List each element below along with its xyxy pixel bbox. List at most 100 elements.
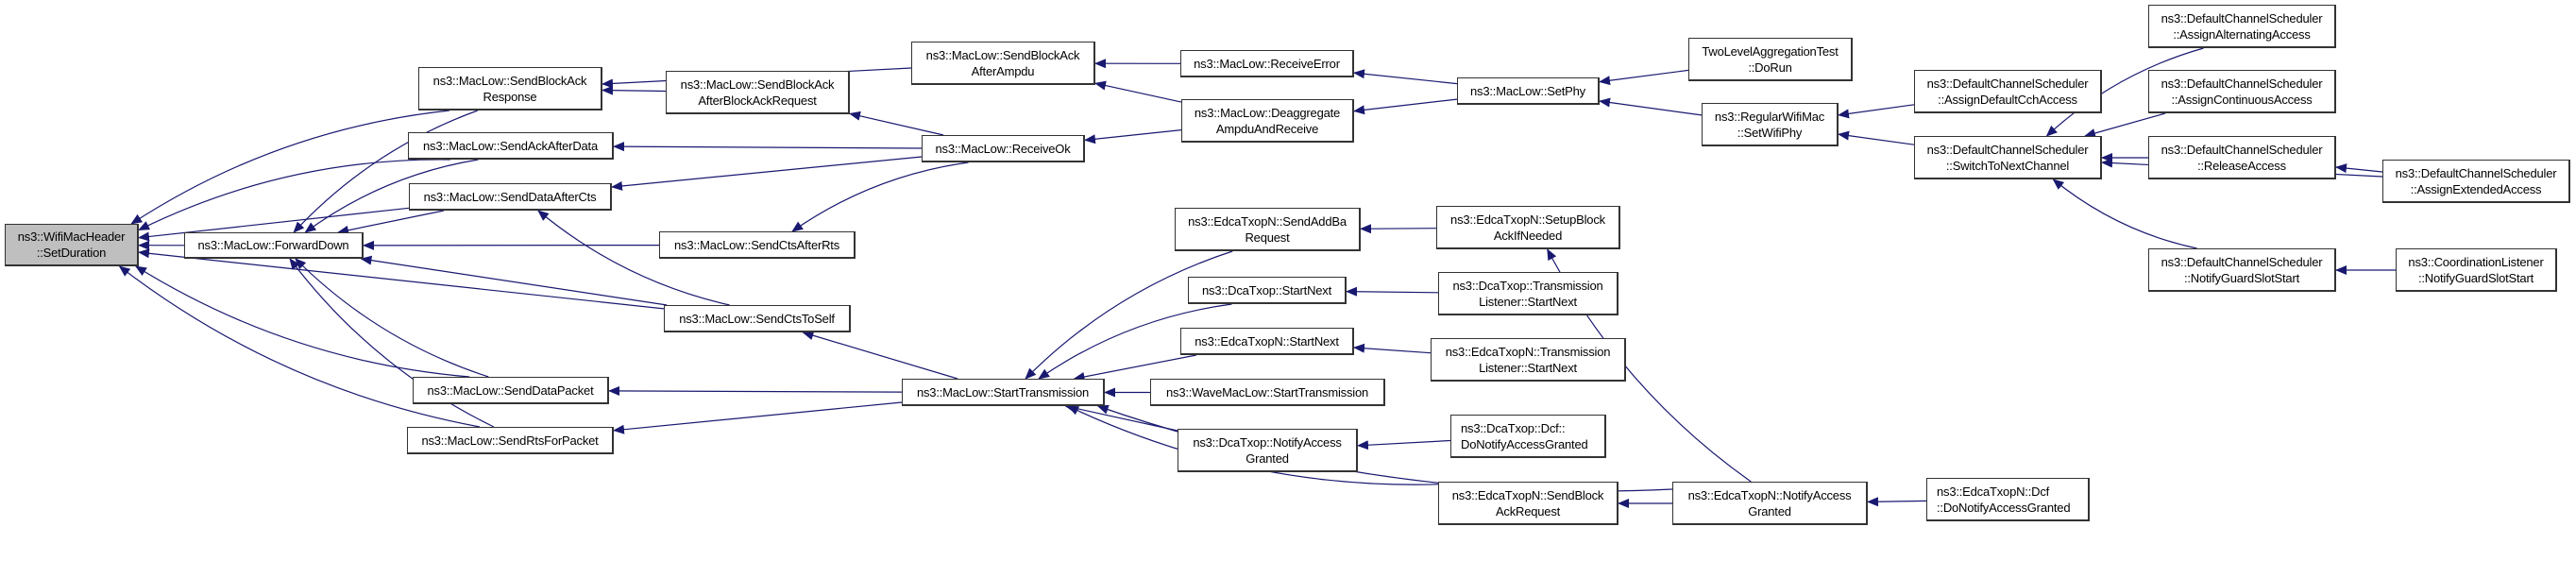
- node-switchtonext[interactable]: ns3::DefaultChannelScheduler::SwitchToNe…: [1914, 136, 2102, 179]
- edge-sendblockackafterbar-to-sendblockackresponse: [602, 85, 667, 95]
- node-label-line: ns3::MacLow::ForwardDown: [197, 238, 349, 252]
- node-label-line: ns3::DcaTxop::StartNext: [1201, 282, 1331, 298]
- node-label-line: ::ReleaseAccess: [2197, 158, 2286, 173]
- node-label-line: AfterAmpdu: [971, 63, 1035, 78]
- node-label-line: AckRequest: [1495, 503, 1561, 518]
- edge-setphy-to-deaggregate: [1353, 98, 1458, 115]
- node-label-line: ns3::MacLow::SendRtsForPacket: [421, 433, 599, 448]
- node-assigndefaultcch[interactable]: ns3::DefaultChannelScheduler::AssignDefa…: [1914, 70, 2102, 113]
- edge-assignalternating-to-switchtonext: [2045, 47, 2204, 137]
- node-notifyguard[interactable]: ns3::DefaultChannelScheduler::NotifyGuar…: [2148, 248, 2336, 292]
- node-label-line: Request: [1245, 230, 1290, 245]
- node-label-line: TwoLevelAggregationTest: [1702, 43, 1839, 59]
- node-setduration[interactable]: ns3::WifiMacHeader::SetDuration: [5, 224, 139, 266]
- edge-senddataaftercts-to-forwarddown: [337, 210, 445, 235]
- node-label-line: Listener::StartNext: [1479, 360, 1577, 375]
- node-dcastartnext[interactable]: ns3::DcaTxop::StartNext: [1188, 277, 1347, 304]
- node-label-line: ::SwitchToNextChannel: [1945, 158, 2070, 173]
- node-label-line: ns3::EdcaTxopN::Dcf: [1937, 484, 2050, 499]
- node-assignextended[interactable]: ns3::DefaultChannelScheduler::AssignExte…: [2382, 160, 2570, 203]
- node-label-line: ns3::MacLow::SendDataPacket: [427, 382, 594, 398]
- edge-setupblockack-to-sendaddba: [1360, 224, 1437, 234]
- node-label-line: ns3::DefaultChannelScheduler: [2161, 142, 2323, 157]
- edge-receiveok-to-sendblockackafterbar: [849, 110, 944, 136]
- node-label-line: ns3::MacLow::SendAckAfterData: [423, 138, 598, 153]
- edge-sendblockackresponse-to-setduration: [130, 110, 449, 225]
- node-label-line: ns3::RegularWifiMac: [1714, 109, 1825, 124]
- edge-switchtonext-to-setwifiphy: [1838, 130, 1915, 145]
- node-sendctsafterrts[interactable]: ns3::MacLow::SendCtsAfterRts: [659, 231, 856, 259]
- node-starttransmission[interactable]: ns3::MacLow::StartTransmission: [902, 379, 1105, 406]
- edge-deaggregate-to-sendblockackafterampdu: [1094, 80, 1182, 103]
- node-label-line: Response: [483, 89, 537, 104]
- edge-deaggregate-to-receiveok: [1084, 129, 1182, 144]
- node-label-line: ::AssignAlternatingAccess: [2173, 26, 2311, 42]
- node-setphy[interactable]: ns3::MacLow::SetPhy: [1457, 77, 1600, 105]
- edge-starttransmission-to-sendctstoself: [802, 331, 958, 380]
- node-label-line: AfterBlockAckRequest: [698, 93, 817, 108]
- node-label-line: ::DoRun: [1748, 60, 1792, 75]
- node-label-line: ns3::DcaTxop::Dcf::: [1461, 420, 1566, 435]
- node-label-line: ns3::EdcaTxopN::SendBlock: [1451, 487, 1604, 502]
- edge-twolevel-to-setphy: [1599, 69, 1689, 86]
- edge-dcatlstartnext-to-dcastartnext: [1346, 286, 1439, 297]
- edge-notifyguard-to-switchtonext: [2052, 178, 2197, 249]
- node-receiveerror[interactable]: ns3::MacLow::ReceiveError: [1180, 50, 1354, 77]
- node-label-line: ns3::MacLow::SendBlockAck: [680, 76, 835, 92]
- node-coordnotifyguard[interactable]: ns3::CoordinationListener::NotifyGuardSl…: [2396, 248, 2557, 292]
- node-sendctstoself[interactable]: ns3::MacLow::SendCtsToSelf: [664, 305, 851, 332]
- node-releaseaccess[interactable]: ns3::DefaultChannelScheduler::ReleaseAcc…: [2148, 136, 2336, 179]
- node-dcadcfnotify[interactable]: ns3::DcaTxop::Dcf::DoNotifyAccessGranted: [1450, 415, 1606, 458]
- edge-receiveok-to-sendctsafterrts: [791, 162, 969, 232]
- edge-sendackafterdata-to-forwarddown: [304, 159, 479, 233]
- edge-sendrtsforpacket-to-setduration: [118, 265, 481, 428]
- edge-dcadcfnotify-to-dcanotify: [1357, 439, 1451, 450]
- node-edcadcfnotify[interactable]: ns3::EdcaTxopN::Dcf::DoNotifyAccessGrant…: [1926, 478, 2090, 521]
- node-label-line: ns3::DcaTxop::NotifyAccess: [1193, 434, 1342, 450]
- node-twolevel[interactable]: TwoLevelAggregationTest::DoRun: [1688, 38, 1853, 81]
- node-assignalternating[interactable]: ns3::DefaultChannelScheduler::AssignAlte…: [2148, 5, 2336, 48]
- node-label-line: ns3::EdcaTxopN::NotifyAccess: [1687, 487, 1852, 502]
- edge-sendctstoself-to-senddataaftercts: [537, 210, 730, 306]
- node-receiveok[interactable]: ns3::MacLow::ReceiveOk: [922, 135, 1085, 162]
- node-setwifiphy[interactable]: ns3::RegularWifiMac::SetWifiPhy: [1702, 103, 1839, 146]
- node-sendrtsforpacket[interactable]: ns3::MacLow::SendRtsForPacket: [407, 427, 614, 454]
- edge-sendctstoself-to-setduration: [138, 248, 665, 310]
- node-sendackafterdata[interactable]: ns3::MacLow::SendAckAfterData: [408, 132, 614, 160]
- node-label-line: ::AssignExtendedAccess: [2410, 181, 2542, 196]
- node-label-line: ::AssignContinuousAccess: [2171, 92, 2313, 107]
- node-label-line: ::DoNotifyAccessGranted: [1937, 500, 2071, 515]
- node-label-line: ns3::MacLow::StartTransmission: [916, 384, 1090, 400]
- node-label-line: Listener::StartNext: [1479, 294, 1577, 309]
- node-forwarddown[interactable]: ns3::MacLow::ForwardDown: [184, 232, 364, 259]
- node-label-line: ns3::EdcaTxopN::Transmission: [1445, 344, 1611, 359]
- node-assigncontinuous[interactable]: ns3::DefaultChannelScheduler::AssignCont…: [2148, 70, 2336, 113]
- edge-starttransmission-to-senddatapacket: [608, 385, 903, 396]
- edge-assignextended-to-releaseaccess: [2335, 163, 2383, 174]
- node-label-line: ns3::DefaultChannelScheduler: [1926, 142, 2089, 157]
- node-wavestarttx[interactable]: ns3::WaveMacLow::StartTransmission: [1150, 379, 1385, 406]
- edge-senddatapacket-to-forwarddown: [295, 258, 489, 378]
- node-edcastartnext[interactable]: ns3::EdcaTxopN::StartNext: [1180, 328, 1354, 355]
- node-label-line: ns3::DcaTxop::Transmission: [1452, 278, 1603, 293]
- node-label-line: DoNotifyAccessGranted: [1461, 436, 1588, 451]
- edge-edcatlstartnext-to-edcastartnext: [1353, 343, 1432, 354]
- node-label-line: ns3::DefaultChannelScheduler: [2161, 76, 2323, 91]
- edge-senddataaftercts-to-setduration: [138, 207, 410, 242]
- node-senddataaftercts[interactable]: ns3::MacLow::SendDataAfterCts: [409, 183, 612, 211]
- node-senddatapacket[interactable]: ns3::MacLow::SendDataPacket: [413, 377, 609, 404]
- node-label-line: Granted: [1246, 450, 1289, 466]
- edge-edcadcfnotify-to-edcanotify: [1867, 497, 1927, 507]
